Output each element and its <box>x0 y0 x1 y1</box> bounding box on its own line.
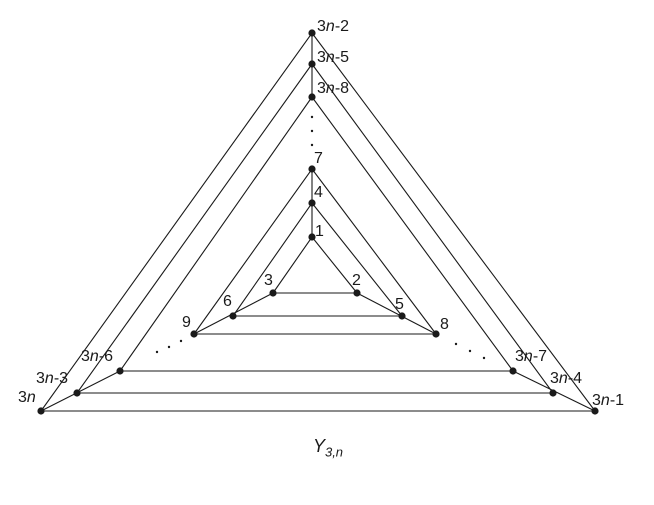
vertex-3n <box>37 407 45 415</box>
label-2: 2 <box>352 272 361 289</box>
ellipsis-dot-right <box>468 349 472 353</box>
label-3n-8: 3n-8 <box>317 80 349 97</box>
label-7: 7 <box>314 150 323 167</box>
ellipsis-dot-top <box>310 115 314 119</box>
vertex-3n-3 <box>73 389 81 397</box>
caption-subscript: 3,n <box>324 444 344 460</box>
vertex-4 <box>308 199 316 207</box>
triangle-2 <box>231 202 404 317</box>
ellipsis-dot-right <box>454 342 458 346</box>
triangle-edges <box>39 32 597 412</box>
triangle-3 <box>192 168 438 335</box>
label-3n-2: 3n-2 <box>317 18 349 35</box>
triangle-1 <box>271 236 359 294</box>
vertex-6 <box>229 312 237 320</box>
label-6: 6 <box>223 293 232 310</box>
vertex-3n-8 <box>308 93 316 101</box>
ellipsis-dot-top <box>310 129 314 133</box>
triangle-5 <box>75 63 555 394</box>
vertex-3n-2 <box>308 29 316 37</box>
label-3n-1: 3n-1 <box>592 392 624 409</box>
ellipsis-dot-top <box>310 143 314 147</box>
vertex-5 <box>398 312 406 320</box>
vertex-8 <box>432 330 440 338</box>
graph-caption: Y3,n <box>288 436 368 460</box>
radial-left <box>40 370 121 412</box>
label-8: 8 <box>440 316 449 333</box>
ellipsis-dot-left <box>179 339 183 343</box>
label-3n: 3n <box>18 389 36 406</box>
ellipsis-dot-left <box>155 350 159 354</box>
vertex-7 <box>308 165 316 173</box>
label-3n-7: 3n-7 <box>515 348 547 365</box>
label-4: 4 <box>314 184 323 201</box>
triangle-6 <box>39 32 597 412</box>
label-3n-3: 3n-3 <box>36 370 68 387</box>
label-3: 3 <box>264 272 273 289</box>
label-3n-4: 3n-4 <box>550 370 582 387</box>
vertices <box>37 29 599 415</box>
vertex-3n-1 <box>591 407 599 415</box>
vertex-9 <box>190 330 198 338</box>
vertex-3 <box>269 289 277 297</box>
vertex-3n-5 <box>308 60 316 68</box>
vertex-labels: 1 2 3 4 5 6 7 8 9 3n-8 3n-7 3n-6 3n-5 3n… <box>18 18 624 409</box>
label-1: 1 <box>315 223 324 240</box>
label-9: 9 <box>182 314 191 331</box>
triangle-4 <box>118 96 515 372</box>
vertex-3n-6 <box>116 367 124 375</box>
label-3n-5: 3n-5 <box>317 49 349 66</box>
vertex-3n-7 <box>509 367 517 375</box>
label-5: 5 <box>395 296 404 313</box>
label-3n-6: 3n-6 <box>81 348 113 365</box>
radial-right-inner <box>356 292 437 335</box>
caption-letter: Y <box>312 436 325 456</box>
ellipsis-dots <box>155 115 486 360</box>
ellipsis-dot-left <box>167 345 171 349</box>
vertex-2 <box>353 289 361 297</box>
ellipsis-dot-right <box>482 356 486 360</box>
vertex-3n-4 <box>549 389 557 397</box>
vertex-1 <box>308 233 316 241</box>
